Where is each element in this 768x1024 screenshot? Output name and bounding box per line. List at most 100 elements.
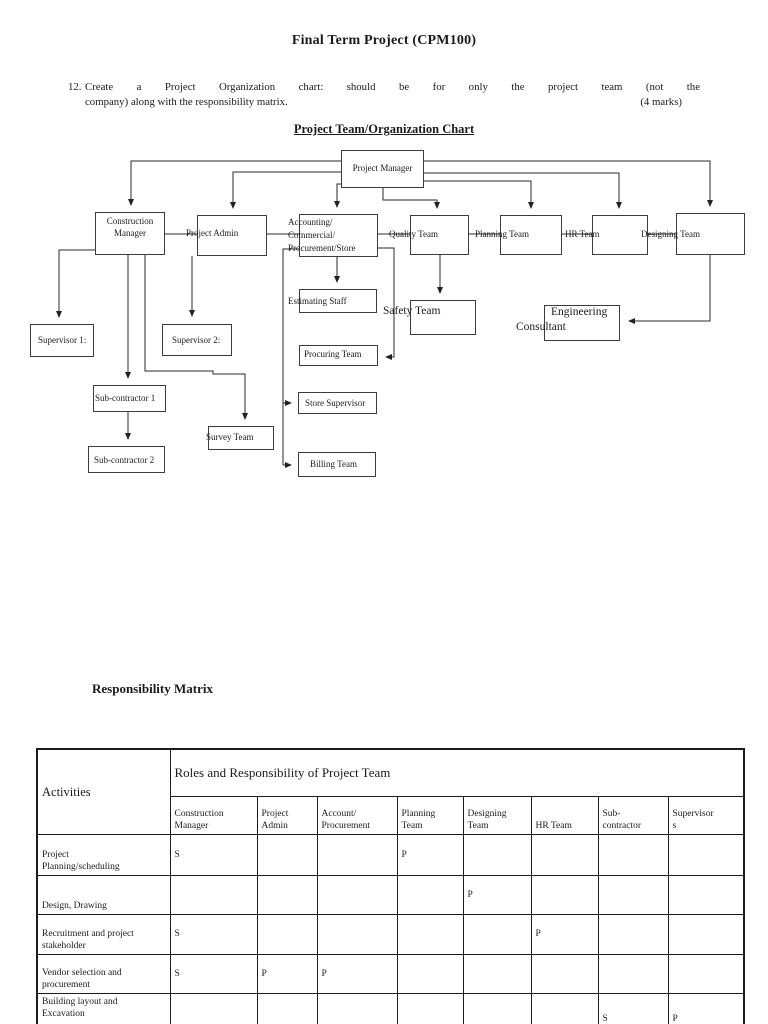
org-box-supervisor-2 [162,324,232,356]
org-label-sub-contractor-2: Sub-contractor 2 [94,455,155,465]
matrix-span-header: Roles and Responsibility of Project Team [169,748,745,797]
org-box-survey-team [208,426,274,450]
org-label-sub-contractor-1: Sub-contractor 1 [95,393,156,403]
org-label-hr-team: HR Team [565,229,600,239]
org-box-sub-contractor-1 [93,385,166,412]
org-chart-heading: Project Team/Organization Chart [293,122,475,136]
matrix-header-row-1: Activities Roles and Responsibility of P… [36,748,745,835]
matrix-cell [396,953,464,994]
matrix-activity: Recruitment and project stakeholder [36,913,171,955]
matrix-col-supervisors: Supervisor s [667,795,745,835]
matrix-cell [530,874,599,915]
matrix-cell [462,913,532,955]
matrix-cell [597,913,669,955]
connector-cm-supervisor1 [56,249,95,318]
matrix-cell: S [169,913,258,955]
matrix-cell [169,992,258,1024]
question-number: 12. [68,81,82,93]
matrix-cell [256,833,318,876]
document-title: Final Term Project (CPM100) [291,33,477,48]
org-label-quality-team: Quality Team [389,229,438,239]
matrix-cell [667,953,745,994]
matrix-cell [256,992,318,1024]
org-box-project-admin [197,215,267,256]
matrix-row-planning: Project Planning/scheduling S P [36,833,745,876]
matrix-cell [256,913,318,955]
connector-pm-admin [230,171,352,209]
matrix-cell [530,953,599,994]
matrix-cell: P [256,953,318,994]
org-label-supervisor-1: Supervisor 1: [38,335,87,345]
matrix-activity: Building layout and Excavation [36,992,171,1024]
org-label-billing-team: Billing Team [310,459,357,469]
org-label-estimating-staff: Estimating Staff [288,296,347,306]
matrix-cell [316,874,398,915]
org-box-construction-manager [95,212,165,255]
matrix-activity: Project Planning/scheduling [36,833,171,876]
org-box-accounting [299,214,378,257]
matrix-cell [667,913,745,955]
question-line-2: company) along with the responsibility m… [68,95,700,110]
responsibility-matrix-table: Activities Roles and Responsibility of P… [36,748,745,1024]
connector-pm-quality [382,188,440,209]
matrix-cell: S [169,953,258,994]
matrix-col-hr-team: HR Team [530,795,599,835]
org-connectors [56,160,713,468]
matrix-cell: S [169,833,258,876]
org-box-sub-contractor-2 [88,446,165,473]
org-label-project-admin: Project Admin [186,228,239,238]
question-line-2-text: company) along with the responsibility m… [85,96,288,108]
matrix-col-project-admin: Project Admin [256,795,318,835]
org-label-procuring-team: Procuring Team [304,349,362,359]
org-label-engineering: Engineering [551,306,608,318]
connector-cm-survey [144,255,248,420]
connector-pm-construction [128,160,352,206]
matrix-cell [462,953,532,994]
matrix-cell [530,992,599,1024]
matrix-col-designing-team: Designing Team [462,795,532,835]
matrix-cell: S [597,992,669,1024]
org-label-supervisor-2: Supervisor 2: [172,335,221,345]
connector-designing-engineering [628,255,711,324]
matrix-col-account-procurement: Account/ Procurement [316,795,398,835]
matrix-cell [667,833,745,876]
org-box-quality-team [410,215,469,255]
matrix-cell [396,874,464,915]
matrix-cell: P [396,833,464,876]
matrix-cell: P [316,953,398,994]
matrix-col-construction-manager: Construction Manager [169,795,258,835]
matrix-cell [256,874,318,915]
matrix-cell [597,953,669,994]
org-box-procuring-team [299,345,378,366]
matrix-row-design: Design, Drawing P [36,874,745,915]
connector-accounting-branch [282,248,299,465]
question-marks: (4 marks) [640,96,682,108]
matrix-activities-header: Activities [36,748,171,835]
connector-accounting-procuring [378,247,395,360]
org-label-designing-team: Designing Team [641,229,700,239]
org-box-billing-team [298,452,376,477]
matrix-cell [316,992,398,1024]
org-label-store-supervisor: Store Supervisor [305,398,366,408]
matrix-activity: Vendor selection and procurement [36,953,171,994]
matrix-cell [396,913,464,955]
org-box-planning-team [500,215,562,255]
matrix-cell [169,874,258,915]
matrix-cell [667,874,745,915]
matrix-cell [316,833,398,876]
connector-pm-designing [424,160,713,207]
matrix-cell [396,992,464,1024]
org-box-safety-team [410,300,476,335]
org-box-estimating-staff [299,289,377,313]
org-box-project-manager [341,150,424,188]
matrix-activity: Design, Drawing [36,874,171,915]
matrix-row-vendor: Vendor selection and procurement S P P [36,953,745,994]
matrix-cell [316,913,398,955]
org-label-construction-manager: Construction Manager [106,216,154,238]
org-box-designing-team [676,213,745,255]
matrix-row-recruitment: Recruitment and project stakeholder S P [36,913,745,955]
